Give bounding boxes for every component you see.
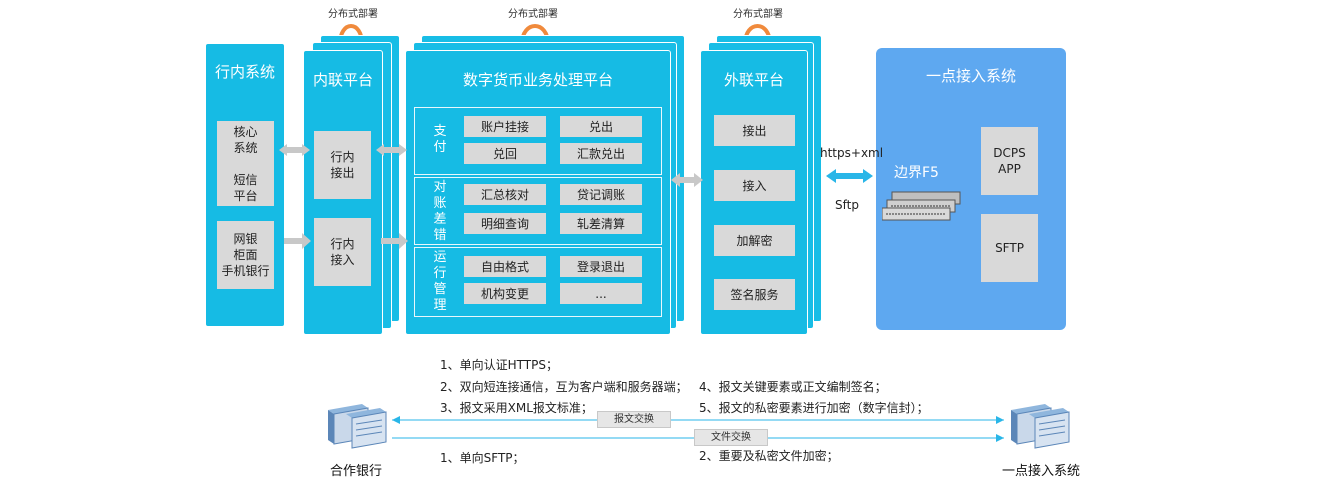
note-bottom-right: 2、重要及私密文件加密； xyxy=(699,449,839,463)
note-left-1: 1、单向认证HTTPS； xyxy=(440,358,558,372)
item-exchange-back[interactable]: 兑回 xyxy=(464,143,546,164)
item-login-logout[interactable]: 登录退出 xyxy=(560,256,642,277)
section-payment: 支付 账户挂接 兑出 兑回 汇款兑出 xyxy=(414,107,662,175)
note-right-5: 5、报文的私密要素进行加密（数字信封）； xyxy=(699,401,929,415)
file-arrow-right xyxy=(996,434,1004,442)
item-exchange-out[interactable]: 兑出 xyxy=(560,116,642,137)
arrow-intranet-core-top xyxy=(376,144,407,156)
message-arrow-right xyxy=(996,416,1004,424)
section-payment-label: 支付 xyxy=(433,124,447,155)
core-platform-title: 数字货币业务处理平台 xyxy=(462,71,613,89)
arrow-external-access xyxy=(826,169,873,183)
item-account-link[interactable]: 账户挂接 xyxy=(464,116,546,137)
footer-access-system: 一点接入系统 xyxy=(1002,464,1081,479)
distributed-label-3: 分布式部署 xyxy=(733,9,783,20)
footer-partner-bank: 合作银行 xyxy=(330,464,383,479)
exchange-lines xyxy=(392,416,1004,442)
access-system-title: 一点接入系统 xyxy=(925,67,1016,85)
ext-item-crypto[interactable]: 加解密 xyxy=(714,225,795,256)
item-org-change[interactable]: 机构变更 xyxy=(464,283,546,304)
item-more[interactable]: ... xyxy=(560,283,642,304)
note-right-4: 4、报文关键要素或正文编制签名； xyxy=(699,380,887,394)
item-summary-check[interactable]: 汇总核对 xyxy=(464,184,546,205)
access-system-panel: 一点接入系统 边界F5 DCPS APP SFTP xyxy=(876,48,1066,330)
distributed-label-2: 分布式部署 xyxy=(508,9,558,20)
core-sms-box[interactable]: 核心 系统 短信 平台 xyxy=(217,121,274,206)
ext-item-signature[interactable]: 签名服务 xyxy=(714,279,795,310)
arrow-intranet-core-bottom xyxy=(381,233,408,249)
section-reconcile: 对账差错 汇总核对 贷记调账 明细查询 轧差清算 xyxy=(414,177,662,245)
connection-arrows xyxy=(279,144,873,249)
arrow-internal-intranet-bottom xyxy=(284,233,311,249)
item-detail-query[interactable]: 明细查询 xyxy=(464,213,546,234)
external-platform-title: 外联平台 xyxy=(723,71,784,89)
note-left-2: 2、双向短连接通信，互为客户端和服务器端； xyxy=(440,380,688,394)
intranet-platform-title: 内联平台 xyxy=(312,71,373,89)
ext-item-out[interactable]: 接出 xyxy=(714,115,795,146)
sftp-box[interactable]: SFTP xyxy=(981,214,1038,282)
core-platform-panel: 数字货币业务处理平台 支付 账户挂接 兑出 兑回 汇款兑出 对账差错 汇总核对 … xyxy=(405,50,671,335)
link-top-label: https+xml xyxy=(820,146,884,160)
ext-item-in[interactable]: 接入 xyxy=(714,170,795,201)
message-exchange-tag: 报文交换 xyxy=(597,411,671,428)
f5-device-icon xyxy=(882,191,961,221)
item-net-clearing[interactable]: 轧差清算 xyxy=(560,213,642,234)
note-bottom-left: 1、单向SFTP； xyxy=(440,451,525,465)
access-system-server-icon xyxy=(1011,404,1070,449)
ebank-box[interactable]: 网银 柜面 手机银行 xyxy=(217,221,274,289)
item-credit-adjust[interactable]: 贷记调账 xyxy=(560,184,642,205)
link-bottom-label: Sftp xyxy=(835,198,859,212)
arrow-core-external xyxy=(671,173,703,187)
message-arrow-left xyxy=(392,416,400,424)
distributed-label-1: 分布式部署 xyxy=(328,9,378,20)
partner-bank-server-icon xyxy=(328,404,387,449)
section-operation-label: 运行管理 xyxy=(433,250,447,313)
intranet-platform-panel: 内联平台 行内 接出 行内 接入 xyxy=(303,50,383,335)
section-reconcile-label: 对账差错 xyxy=(433,180,447,243)
item-remit-out[interactable]: 汇款兑出 xyxy=(560,143,642,164)
f5-label: 边界F5 xyxy=(894,165,939,181)
section-operation: 运行管理 自由格式 登录退出 机构变更 ... xyxy=(414,247,662,317)
external-platform-panel: 外联平台 接出 接入 加解密 签名服务 xyxy=(700,50,808,335)
intranet-in-box[interactable]: 行内 接入 xyxy=(314,218,371,286)
note-left-3: 3、报文采用XML报文标准； xyxy=(440,401,593,415)
arrow-internal-intranet-top xyxy=(279,144,310,156)
internal-system-panel: 行内系统 核心 系统 短信 平台 网银 柜面 手机银行 xyxy=(205,43,285,327)
intranet-out-box[interactable]: 行内 接出 xyxy=(314,131,371,199)
file-exchange-tag: 文件交换 xyxy=(694,429,768,446)
item-free-format[interactable]: 自由格式 xyxy=(464,256,546,277)
internal-system-title: 行内系统 xyxy=(214,63,275,81)
dcps-app-box[interactable]: DCPS APP xyxy=(981,127,1038,195)
